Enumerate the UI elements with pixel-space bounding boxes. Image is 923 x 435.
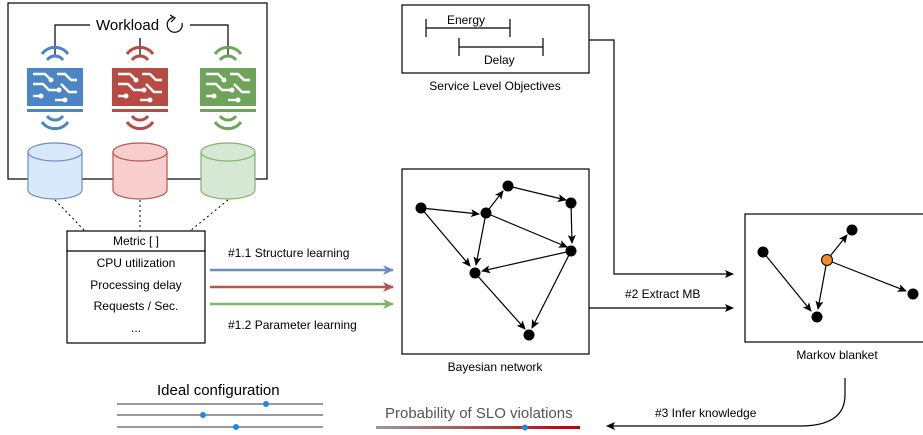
slo-energy-bar	[425, 19, 511, 37]
slo-delay-bar	[458, 38, 544, 56]
refresh-icon	[166, 14, 183, 33]
bayesian-network-caption: Bayesian network	[448, 360, 544, 374]
config-marker	[233, 424, 239, 430]
structure-learning-label: #1.1 Structure learning	[228, 246, 349, 260]
metric-table-header: Metric [ ]	[113, 234, 159, 248]
parameter-learning-label: #1.2 Parameter learning	[228, 318, 357, 332]
ideal-configuration: Ideal configuration	[117, 382, 323, 430]
chip-red-icon	[112, 45, 168, 131]
mb-target-node	[821, 254, 833, 266]
bn-node	[469, 267, 481, 279]
config-marker	[200, 412, 206, 418]
slo-energy-label: Energy	[447, 13, 485, 27]
bn-node	[523, 329, 535, 341]
metric-row: Processing delay	[90, 278, 181, 292]
metric-table: Metric [ ] CPU utilization Processing de…	[66, 230, 206, 344]
probability-marker	[522, 424, 528, 431]
bn-node	[565, 197, 577, 209]
infer-knowledge-label: #3 Infer knowledge	[655, 406, 757, 420]
infer-knowledge-arrow	[606, 378, 846, 430]
metric-row: CPU utilization	[97, 256, 176, 270]
bn-node	[480, 207, 492, 219]
database-green	[200, 142, 256, 200]
slo-caption: Service Level Objectives	[429, 79, 560, 93]
slo-delay-label: Delay	[484, 53, 515, 67]
markov-blanket-caption: Markov blanket	[796, 348, 878, 362]
markov-blanket-panel: Markov blanket	[744, 213, 923, 362]
mb-node	[811, 311, 823, 323]
dotted-connectors	[54, 199, 229, 232]
config-marker	[263, 401, 269, 407]
metric-row: Requests / Sec.	[94, 299, 179, 313]
metric-row: ...	[131, 321, 141, 335]
database-red	[112, 142, 168, 200]
slo-violation-probability: Probability of SLO violations	[376, 405, 580, 431]
mb-node	[907, 288, 919, 300]
mb-node	[846, 224, 858, 236]
slo-panel: Energy Delay Service Level Objectives	[401, 4, 590, 93]
ideal-configuration-title: Ideal configuration	[157, 382, 280, 399]
slo-probability-title: Probability of SLO violations	[385, 405, 573, 422]
database-blue	[27, 142, 83, 200]
extract-mb-label: #2 Extract MB	[625, 287, 700, 301]
mb-node	[757, 246, 769, 258]
bayesian-network-panel: Bayesian network	[401, 168, 590, 374]
learning-arrows: #1.1 Structure learning #1.2 Parameter l…	[210, 246, 394, 332]
slo-to-markov-arrow	[589, 39, 734, 278]
workload-title: Workload	[96, 17, 159, 34]
chip-green-icon	[200, 45, 256, 131]
bn-node	[415, 202, 427, 214]
bn-node	[502, 180, 514, 192]
bn-node	[565, 245, 577, 257]
chip-blue-icon	[27, 45, 83, 131]
